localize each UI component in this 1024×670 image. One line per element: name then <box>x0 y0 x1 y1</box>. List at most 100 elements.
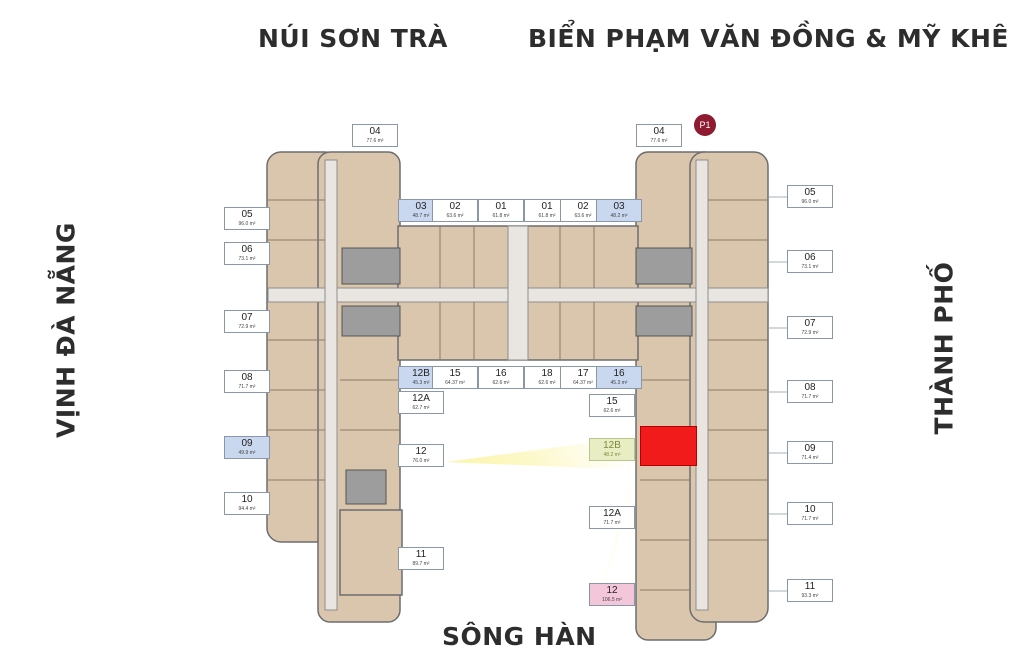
unit-area: 77.6 m² <box>366 138 384 144</box>
unit-area: 48.2 m² <box>610 213 628 219</box>
unit-number: 10 <box>804 504 816 515</box>
unit-number: 02 <box>449 201 461 212</box>
unit-area: 63.6 m² <box>574 213 592 219</box>
unit-number: 06 <box>804 252 816 263</box>
unit-area: 106.5 m² <box>602 597 622 603</box>
unit-area: 62.7 m² <box>412 405 430 411</box>
unit-area: 45.3 m² <box>610 380 628 386</box>
unit-area: 73.1 m² <box>801 264 819 270</box>
unit-number: 08 <box>241 372 253 383</box>
room-partitions <box>268 199 768 591</box>
unit-number: 05 <box>241 209 253 220</box>
unit-number: 12A <box>412 393 430 404</box>
unit-area: 89.7 m² <box>412 561 430 567</box>
unit-number: 16 <box>495 368 507 379</box>
unit-area: 64.37 m² <box>573 380 593 386</box>
unit-area: 71.7 m² <box>801 516 819 522</box>
unit-area: 94.4 m² <box>238 506 256 512</box>
unit-area: 63.6 m² <box>446 213 464 219</box>
unit-number: 12 <box>606 585 618 596</box>
unit-number: 08 <box>804 382 816 393</box>
unit-number: 12 <box>415 446 427 457</box>
core-blocks <box>341 247 693 505</box>
unit-number: 12A <box>603 508 621 519</box>
unit-number: 04 <box>369 126 381 137</box>
unit-area: 72.9 m² <box>238 324 256 330</box>
unit-area: 48.2 m² <box>603 452 621 458</box>
unit-area: 72.9 m² <box>801 330 819 336</box>
direction-north-label: NÚI SƠN TRÀ <box>258 24 448 53</box>
unit-area: 93.3 m² <box>801 593 819 599</box>
unit-number: 17 <box>577 368 589 379</box>
unit-area: 76.0 m² <box>412 458 430 464</box>
selected-unit-highlight[interactable] <box>640 426 697 466</box>
unit-area: 71.7 m² <box>801 394 819 400</box>
unit-area: 73.1 m² <box>238 256 256 262</box>
unit-number: 15 <box>449 368 461 379</box>
unit-area: 48.7 m² <box>412 213 430 219</box>
unit-number: 06 <box>241 244 253 255</box>
unit-number: 11 <box>804 581 816 592</box>
unit-number: 11 <box>415 549 427 560</box>
unit-area: 49.9 m² <box>238 450 256 456</box>
unit-area: 62.6 m² <box>603 408 621 414</box>
unit-area: 61.8 m² <box>492 213 510 219</box>
unit-area: 62.6 m² <box>538 380 556 386</box>
unit-number: 03 <box>415 201 427 212</box>
unit-area: 71.7 m² <box>238 384 256 390</box>
unit-number: 03 <box>613 201 625 212</box>
unit-number: 07 <box>241 312 253 323</box>
unit-area: 71.4 m² <box>801 455 819 461</box>
unit-area: 96.0 m² <box>801 199 819 205</box>
unit-number: 02 <box>577 201 589 212</box>
direction-south-label: SÔNG HÀN <box>442 622 597 651</box>
unit-area: 45.3 m² <box>412 380 430 386</box>
unit-number: 01 <box>495 201 507 212</box>
unit-number: 12B <box>412 368 430 379</box>
unit-area: 77.6 m² <box>650 138 668 144</box>
unit-number: 01 <box>541 201 553 212</box>
unit-number: 07 <box>804 318 816 329</box>
unit-number: 09 <box>241 438 253 449</box>
unit-number: 05 <box>804 187 816 198</box>
corridors <box>267 159 769 611</box>
direction-northeast-label: BIỂN PHẠM VĂN ĐỒNG & MỸ KHÊ <box>528 24 1009 53</box>
unit-area: 61.8 m² <box>538 213 556 219</box>
unit-number: 09 <box>804 443 816 454</box>
p1-badge: P1 <box>694 114 716 136</box>
unit-number: 04 <box>653 126 665 137</box>
